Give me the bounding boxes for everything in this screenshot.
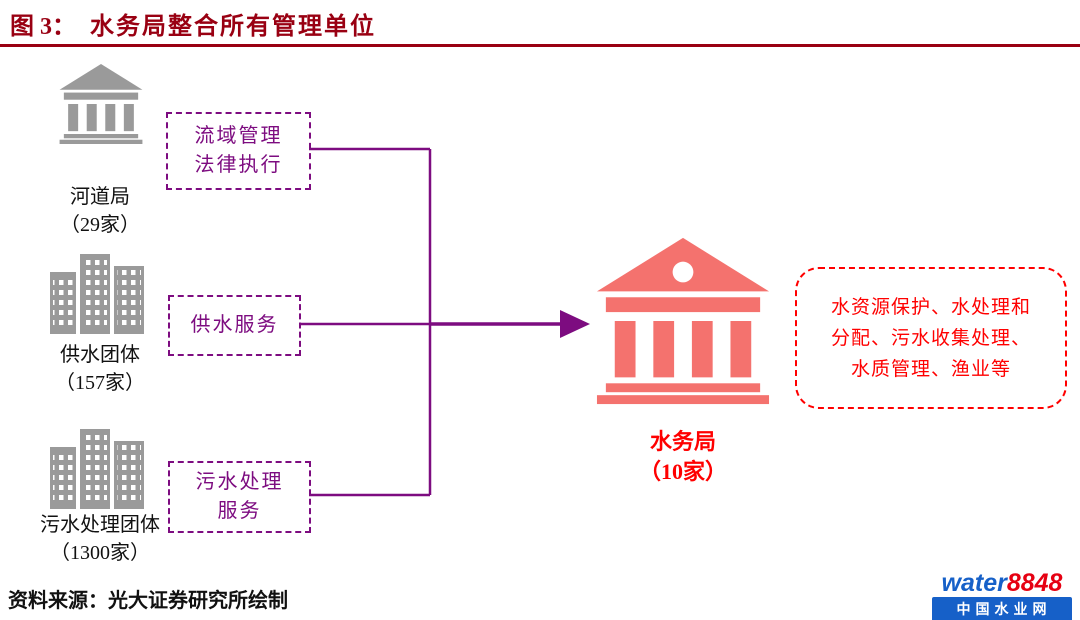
target-function-line: 水资源保护、水处理和 [830,296,1031,318]
node-label: 河道局 [70,186,130,208]
node-count: （29家） [60,214,140,236]
logo-wordmark: water8848 [932,570,1072,596]
target-function-line: 水质管理、渔业等 [850,358,1011,380]
buildings-icon-gray [50,429,144,509]
function-line: 服务 [217,500,262,522]
arrowhead [560,310,590,338]
node-label: 污水处理团体 [40,514,160,536]
function-line: 流域管理 [194,125,283,147]
function-box-supply: 供水服务 [168,295,301,356]
figure-title: 图 3： 水务局整合所有管理单位 [10,6,376,41]
function-box-river: 流域管理 法律执行 [166,112,311,190]
logo-water-text: water [941,569,1007,597]
target-function-line: 分配、污水收集处理、 [830,327,1031,349]
node-count: （1300家） [50,542,150,564]
figure-number: 图 3： [10,14,76,40]
function-line: 污水处理 [195,471,284,493]
function-line: 法律执行 [194,154,283,176]
title-divider [0,44,1080,47]
figure-caption: 水务局整合所有管理单位 [90,14,376,40]
buildings-icon-gray [50,254,144,334]
source-note: 资料来源：光大证券研究所绘制 [8,590,288,612]
bank-icon-gray [59,64,143,144]
logo-number-text: 8848 [1006,569,1063,597]
function-box-sewage: 污水处理 服务 [168,461,311,533]
target-label: 水务局 [649,429,716,454]
node-label: 供水团体 [60,344,140,366]
target-functions-box: 水资源保护、水处理和 分配、污水收集处理、 水质管理、渔业等 [795,267,1067,409]
logo-subtitle: 中国水业网 [932,597,1072,620]
function-line: 供水服务 [190,314,279,336]
node-count: （157家） [55,372,145,394]
watermark-logo: water8848 中国水业网 [932,570,1072,620]
target-count: （10家） [638,459,727,484]
bank-icon-red [596,237,770,405]
